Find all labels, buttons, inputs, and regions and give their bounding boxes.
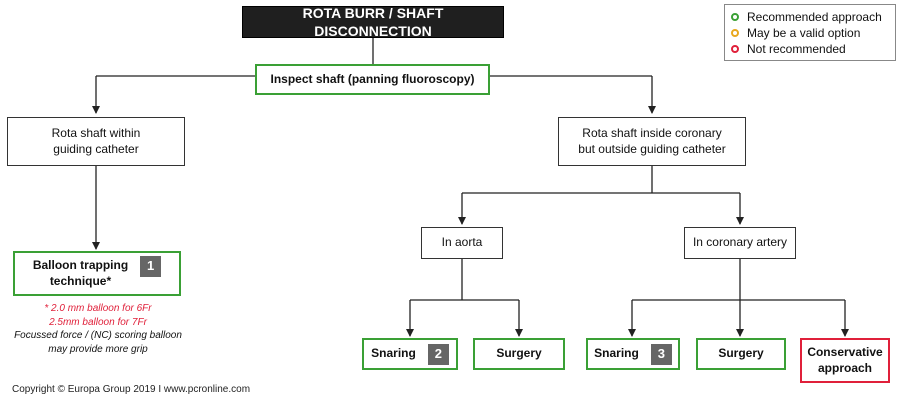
surgery-coronary-box: Surgery	[696, 338, 786, 370]
shaft-within-guide-box: Rota shaft within guiding catheter	[7, 117, 185, 166]
legend-item-not-recommended: Not recommended	[731, 41, 889, 57]
legend-label: Not recommended	[747, 42, 846, 56]
balloon-trapping-box: Balloon trapping technique* 1	[13, 251, 181, 296]
legend: Recommended approach May be a valid opti…	[724, 4, 896, 61]
snaring-label: Snaring	[371, 346, 416, 361]
shaft-inside-line1: Rota shaft inside coronary	[582, 125, 722, 140]
surgery-label: Surgery	[718, 346, 764, 361]
balloon-trapping-line2: technique*	[49, 273, 112, 288]
conservative-line1: Conservative	[807, 344, 883, 359]
surgery-aorta-box: Surgery	[473, 338, 565, 370]
footnote-line1: * 2.0 mm balloon for 6Fr	[44, 303, 152, 314]
footnote-line4: may provide more grip	[48, 343, 148, 355]
legend-label: Recommended approach	[747, 10, 882, 24]
inspect-shaft-label: Inspect shaft (panning fluoroscopy)	[270, 71, 475, 86]
title-text: ROTA BURR / SHAFT DISCONNECTION	[302, 4, 444, 39]
copyright-text: Copyright © Europa Group 2019 I www.pcro…	[12, 384, 251, 395]
in-coronary-label: In coronary artery	[692, 235, 788, 250]
in-coronary-artery-box: In coronary artery	[684, 227, 796, 259]
in-aorta-label: In aorta	[441, 235, 483, 250]
legend-label: May be a valid option	[747, 26, 861, 40]
footnote-line2: 2.5mm balloon for 7Fr	[49, 316, 147, 328]
orange-circle-icon	[731, 29, 739, 37]
shaft-inside-coronary-box: Rota shaft inside coronary but outside g…	[558, 117, 746, 166]
conservative-approach-box: Conservative approach	[800, 338, 890, 383]
conservative-line2: approach	[817, 360, 872, 375]
green-circle-icon	[731, 13, 739, 21]
inspect-shaft-box: Inspect shaft (panning fluoroscopy)	[255, 64, 490, 95]
snaring-coronary-box: Snaring 3	[586, 338, 680, 370]
red-circle-icon	[731, 45, 739, 53]
title-box: ROTA BURR / SHAFT DISCONNECTION	[242, 4, 504, 39]
footnote-line3: Focussed force / (NC) scoring balloon	[14, 330, 182, 341]
shaft-within-line2: guiding catheter	[53, 141, 139, 156]
shaft-inside-line2: but outside guiding catheter	[578, 141, 726, 156]
legend-item-recommended: Recommended approach	[731, 9, 889, 25]
step-badge: 2	[427, 343, 449, 365]
legend-item-valid: May be a valid option	[731, 25, 889, 41]
surgery-label: Surgery	[496, 346, 542, 361]
balloon-trapping-line1: Balloon trapping	[32, 257, 129, 272]
in-aorta-box: In aorta	[421, 227, 503, 259]
step-badge: 3	[650, 343, 672, 365]
shaft-within-line1: Rota shaft within	[51, 125, 141, 140]
balloon-footnote: * 2.0 mm balloon for 6Fr 2.5mm balloon f…	[14, 302, 182, 356]
snaring-aorta-box: Snaring 2	[362, 338, 458, 370]
snaring-label: Snaring	[594, 346, 639, 361]
step-badge: 1	[140, 256, 162, 277]
